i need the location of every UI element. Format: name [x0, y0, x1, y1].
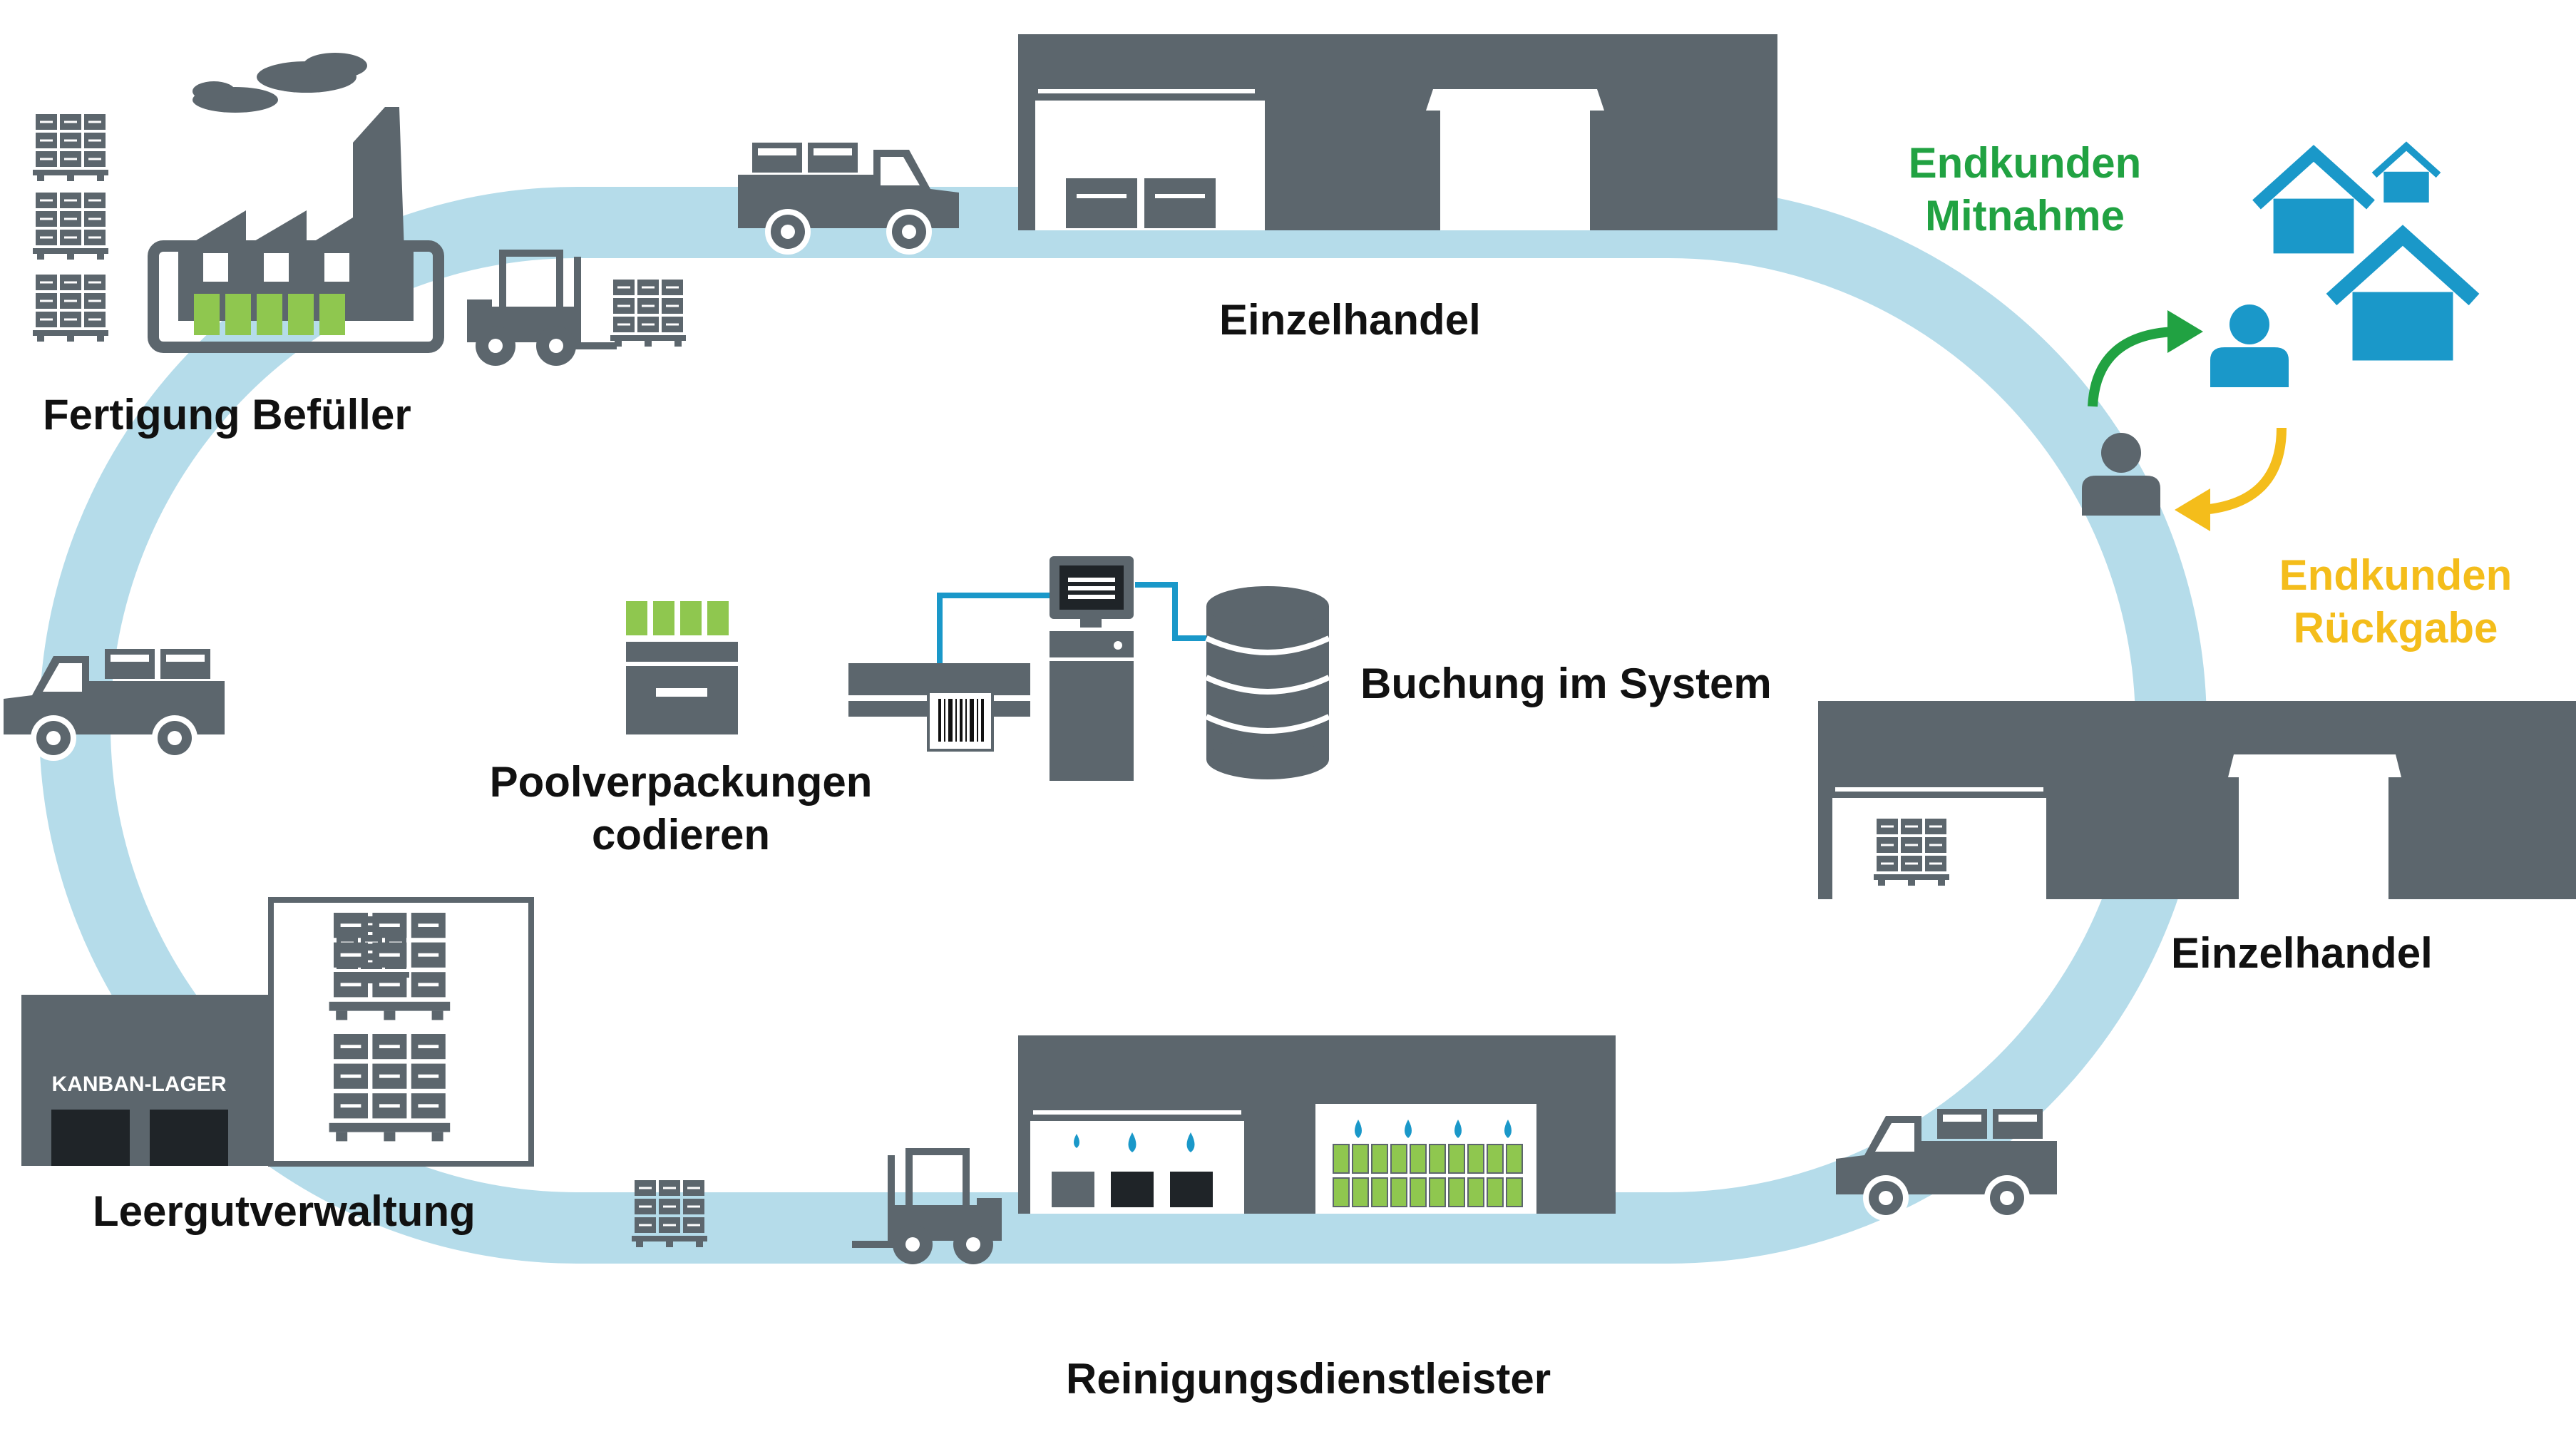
house-icon	[2257, 146, 2474, 360]
label-endkunden-mitnahme-line1: Endkunden	[1908, 139, 2142, 187]
kanban-warehouse-icon: KANBAN-LAGER	[21, 995, 285, 1166]
label-buchung: Buchung im System	[1360, 660, 1772, 707]
truck-icon	[1836, 1109, 2057, 1221]
label-endkunden-rueckgabe: Endkunden Rückgabe	[2239, 549, 2552, 655]
forklift-icon	[467, 250, 617, 366]
label-leergutverwaltung: Leergutverwaltung	[93, 1187, 476, 1235]
person-icon	[2210, 304, 2289, 387]
label-poolverpackungen-line2: codieren	[591, 811, 771, 859]
warehouse-icon	[1018, 34, 1777, 230]
label-endkunden-rueckgabe-line1: Endkunden	[2279, 551, 2513, 599]
computer-icon	[1050, 556, 1134, 781]
label-poolverpackungen-line1: Poolverpackungen	[489, 758, 873, 806]
arrow-icon	[2088, 310, 2203, 407]
label-einzelhandel-top: Einzelhandel	[1219, 296, 1481, 344]
label-einzelhandel-right: Einzelhandel	[2171, 929, 2433, 977]
kanban-sign: KANBAN-LAGER	[52, 1072, 227, 1096]
label-endkunden-rueckgabe-line2: Rückgabe	[2293, 604, 2498, 652]
label-poolverpackungen: Poolverpackungen codieren	[456, 756, 905, 861]
connector-lines	[937, 582, 1212, 663]
cleaning-facility-icon	[1018, 1035, 1616, 1214]
warehouse-icon	[1818, 701, 2576, 899]
label-fertigung: Fertigung Befüller	[43, 391, 411, 439]
barcode-icon	[927, 690, 994, 752]
truck-icon	[4, 649, 225, 761]
box-icon	[626, 601, 738, 734]
factory-icon	[148, 53, 444, 353]
water-drop-icon	[1074, 1120, 1512, 1152]
label-reinigungsdienstleister: Reinigungsdienstleister	[1066, 1355, 1551, 1403]
label-endkunden-mitnahme-line2: Mitnahme	[1924, 192, 2125, 240]
pallet-icon	[630, 1179, 709, 1249]
pallet-stack-icon	[31, 113, 110, 343]
database-icon	[1205, 586, 1330, 779]
pallet-icon	[609, 278, 687, 348]
label-endkunden-mitnahme: Endkunden Mitnahme	[1868, 137, 2182, 242]
storage-rack-icon	[268, 897, 534, 1167]
arrow-icon	[2175, 427, 2287, 531]
